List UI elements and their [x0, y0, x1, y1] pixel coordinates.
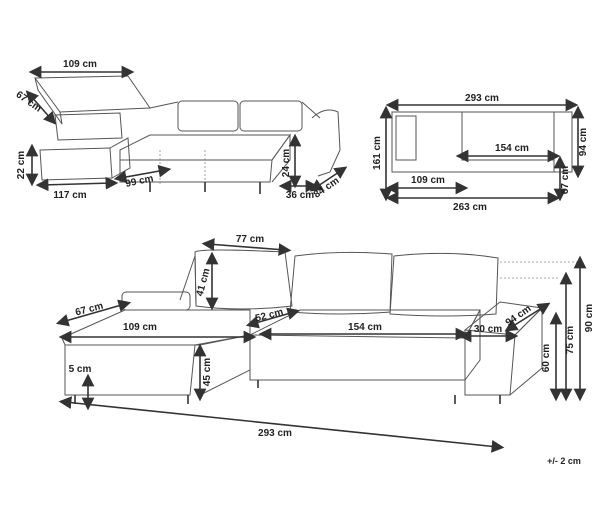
dim-154-cm: 154 cm [495, 143, 529, 154]
top-left-sofa-drawing [34, 75, 341, 194]
dim-84-cm: 84 cm [312, 175, 342, 200]
dim-293-cm: 293 cm [465, 93, 499, 104]
dim-41-cm: 41 cm [195, 267, 213, 297]
dim-263-cm: 263 cm [453, 202, 487, 213]
dim-60-cm: 60 cm [541, 344, 552, 372]
dim-161-cm: 161 cm [372, 136, 383, 170]
dim-67-cm-front: 67 cm [74, 301, 104, 319]
dim-293-cm-front: 293 cm [258, 428, 292, 439]
top-right-plan-drawing [391, 111, 573, 173]
dim-67-cm-plan: 67 cm [560, 166, 571, 194]
dim-30-cm: 30 cm [474, 324, 502, 335]
dim-77-cm: 77 cm [236, 234, 264, 245]
dim-109-cm-plan: 109 cm [411, 175, 445, 186]
dim-94-cm: 94 cm [578, 128, 589, 156]
dim-109-cm: 109 cm [63, 59, 97, 70]
dim-52-cm: 52 cm [254, 307, 284, 325]
top-right-dimensions: 293 cm 161 cm 154 cm 94 cm 109 cm 67 cm … [372, 93, 589, 213]
dim-5-cm: 5 cm [69, 364, 92, 375]
dim-36-cm: 36 cm [286, 190, 314, 201]
dim-24-cm: 24 cm [281, 149, 292, 177]
dim-154-cm-front: 154 cm [348, 322, 382, 333]
dim-117-cm: 117 cm [53, 190, 86, 201]
dim-22-cm: 22 cm [16, 151, 27, 179]
dim-75-cm: 75 cm [565, 326, 576, 354]
bottom-dimensions: 77 cm 41 cm 67 cm 109 cm 52 cm 154 cm 30… [55, 234, 595, 453]
dim-109-cm-front: 109 cm [123, 322, 157, 333]
dim-67-cm: 67 cm [14, 89, 44, 114]
dim-90-cm: 90 cm [584, 304, 595, 332]
tolerance-note: +/- 2 cm [547, 456, 581, 466]
dim-45-cm: 45 cm [202, 358, 213, 386]
